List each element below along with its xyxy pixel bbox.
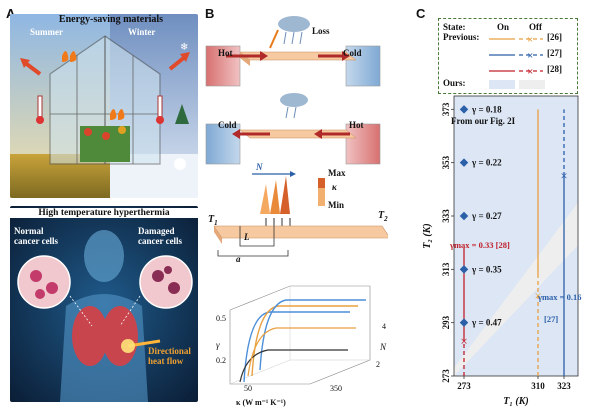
legend-ref-28: [28] <box>547 64 562 74</box>
hyperthermia-title: High temperature hyperthermia <box>10 208 198 218</box>
legend-off: Off <box>529 22 542 32</box>
n-tick-0: 2 <box>376 360 380 369</box>
gamma-tick-0: 0.2 <box>216 356 226 365</box>
n-axis-label: N <box>380 342 387 352</box>
ann-ref28: γmax = 0.33 [28] <box>450 240 510 250</box>
legend-box: State: On Off Previous: [26] [27] [28] O… <box>438 18 578 94</box>
directional-heat-label: Directional heat flow <box>148 346 191 366</box>
hot-block-2 <box>345 123 381 165</box>
kappa-label: κ <box>332 182 337 192</box>
min-label: Min <box>328 200 345 210</box>
legend-state: State: <box>443 22 466 32</box>
thermal-diode-schematic <box>205 16 388 385</box>
ours-point-2 <box>459 211 469 221</box>
greenhouse-illustration: ❄ Energy-saving materials Summer Winter <box>10 14 198 198</box>
y-tick-label-5: 373 <box>441 102 451 116</box>
y-tick-label-3: 333 <box>441 209 451 223</box>
max-label: Max <box>328 168 346 178</box>
normal-cells-label: Normal cancer cells <box>14 226 59 246</box>
plot-frame <box>453 95 579 377</box>
kappa-tick-1: 350 <box>330 384 342 393</box>
ours-point-4 <box>459 318 469 327</box>
cold-label-2: Cold <box>218 120 237 130</box>
y-tick-label-2: 313 <box>441 262 451 276</box>
diagonal-band <box>454 202 578 376</box>
gamma-tick-1: 0.5 <box>216 314 226 323</box>
ours-point-label-0: γ = 0.18 <box>471 104 502 114</box>
y-tick-label-4: 353 <box>441 155 451 169</box>
ann-ref27-a: γmax = 0.16 <box>538 292 582 302</box>
legend-previous: Previous: <box>443 32 480 42</box>
loss-label: Loss <box>312 26 330 36</box>
damaged-cells-label: Damaged cancer cells <box>138 226 183 246</box>
svg-text:×: × <box>527 66 533 78</box>
ours-point-3 <box>459 265 469 274</box>
summer-label: Summer <box>30 27 63 37</box>
ref-cross-marker-0: × <box>534 288 541 303</box>
cold-block-1 <box>345 45 381 87</box>
t1-label: T1 <box>208 214 218 227</box>
gamma-3d-plot <box>229 285 371 385</box>
legend-swatches: × × × <box>489 34 545 89</box>
hot-block-1 <box>205 45 241 87</box>
y-axis-label: T₂ (K) <box>422 223 433 248</box>
legend-ours: Ours: <box>443 78 466 88</box>
ours-point-label-4: γ = 0.47 <box>471 318 502 328</box>
x-tick-label-1: 310 <box>531 381 545 391</box>
hot-label-2: Hot <box>349 120 364 130</box>
n-arrow-label: N <box>256 162 263 172</box>
y-tick-label-1: 293 <box>441 315 451 329</box>
svg-text:×: × <box>527 50 533 62</box>
n-tick-1: 4 <box>382 322 386 331</box>
panel-c-letter: C <box>416 6 426 21</box>
y-tick-label-0: 273 <box>441 369 451 383</box>
ann-ref27-b: [27] <box>544 314 559 324</box>
l-label: L <box>244 232 250 242</box>
snowflake-icon: ❄ <box>180 42 188 53</box>
kappa-tick-0: 50 <box>244 384 252 393</box>
x-axis-label: T₁ (K) <box>503 396 528 407</box>
phase-diagram-plot: × × × γ = 0.18 γ = 0.22 γ = 0.27 γ = 0.35 γ = 0… <box>422 95 579 407</box>
x-tick-label-0: 273 <box>457 381 471 391</box>
panel-b-letter: B <box>205 6 215 21</box>
hot-label-1: Hot <box>218 48 233 58</box>
ours-point-1 <box>459 158 469 167</box>
ours-point-0 <box>459 105 469 114</box>
ours-point-label-2: γ = 0.27 <box>471 211 502 221</box>
ours-point-label-1: γ = 0.22 <box>471 158 502 168</box>
cloud-icon-2 <box>280 93 308 107</box>
ref-cross-marker-1: × <box>560 168 567 183</box>
legend-ref-26: [26] <box>547 32 562 42</box>
legend-ref-27: [27] <box>547 48 562 58</box>
t2-label: T2 <box>378 210 388 223</box>
winter-label: Winter <box>128 27 156 37</box>
ours-point-label-3: γ = 0.35 <box>471 264 502 274</box>
a-label: a <box>236 254 241 264</box>
legend-on: On <box>497 22 510 32</box>
kappa-axis-label: κ (W m⁻¹ K⁻¹) <box>236 398 286 407</box>
gamma-axis-label: γ <box>216 340 220 350</box>
ref-cross-marker-2: × <box>460 333 467 348</box>
from-fig-note: From our Fig. 2I <box>451 116 516 126</box>
x-tick-label-2: 323 <box>557 381 571 391</box>
cloud-icon-1 <box>278 16 310 32</box>
svg-text:×: × <box>527 34 533 46</box>
energy-saving-title: Energy-saving materials <box>58 14 164 25</box>
cold-label-1: Cold <box>343 48 362 58</box>
panel-a-letter: A <box>6 6 16 21</box>
hyperthermia-illustration: High temperature hyperthermia Normal can… <box>10 206 198 402</box>
kappa-colorbar <box>318 178 325 206</box>
cold-block-2 <box>205 123 241 165</box>
